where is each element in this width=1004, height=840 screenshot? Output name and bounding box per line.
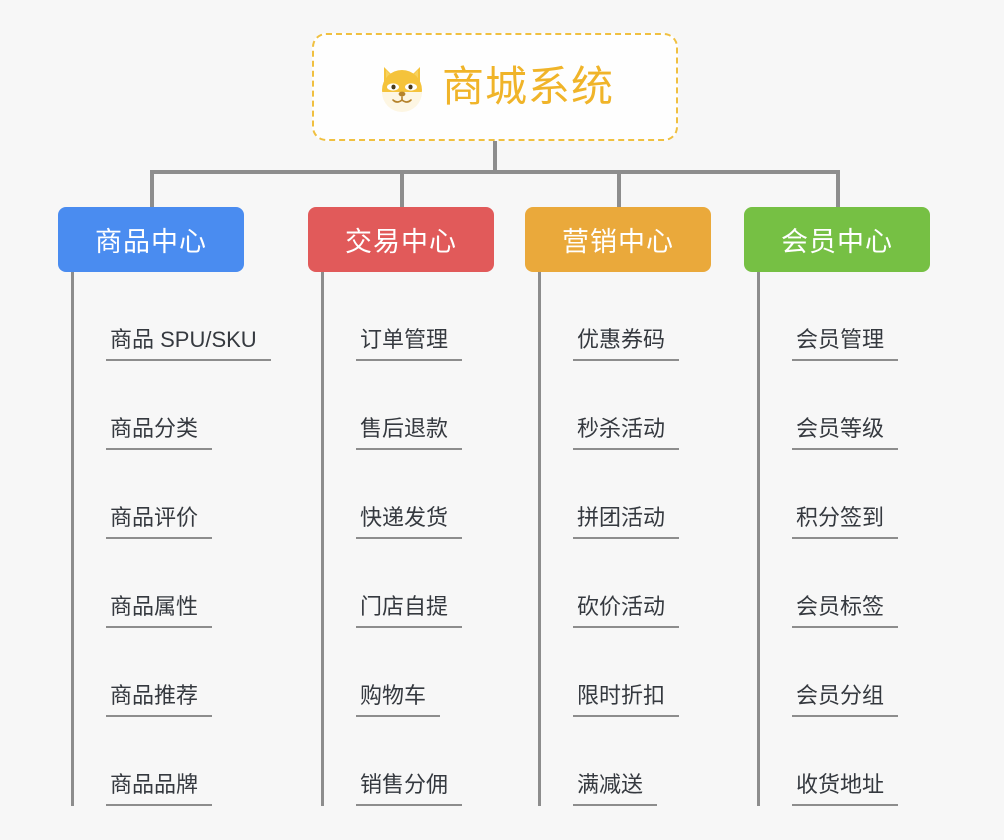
leaf-list-3: 优惠券码 秒杀活动 拼团活动 砍价活动 限时折扣 满减送: [538, 272, 711, 806]
leaf-label: 商品属性: [106, 594, 213, 628]
leaf-item[interactable]: 商品属性: [74, 539, 244, 628]
leaf-label: 秒杀活动: [573, 416, 680, 450]
leaf-label: 积分签到: [792, 505, 899, 539]
branch-header-label: 营销中心: [562, 227, 674, 257]
leaf-label: 快递发货: [356, 505, 463, 539]
leaf-item[interactable]: 售后退款: [324, 361, 494, 450]
leaf-item[interactable]: 优惠券码: [541, 272, 711, 361]
leaf-label: 收货地址: [792, 772, 899, 806]
root-title: 商城系统: [441, 63, 614, 110]
leaf-item[interactable]: 商品评价: [74, 450, 244, 539]
leaf-item[interactable]: 会员标签: [760, 539, 930, 628]
connector-horizontal-bus: [150, 170, 840, 174]
branch-column-2: 交易中心 订单管理 售后退款 快递发货 门店自提 购物车 销售分佣: [308, 207, 494, 806]
branch-header-4[interactable]: 会员中心: [744, 207, 930, 272]
connector-branch-1-drop: [150, 170, 154, 210]
leaf-label: 会员管理: [792, 327, 899, 361]
leaf-item[interactable]: 会员分组: [760, 628, 930, 717]
leaf-item[interactable]: 商品品牌: [74, 717, 244, 806]
leaf-item[interactable]: 商品分类: [74, 361, 244, 450]
leaf-label: 订单管理: [356, 327, 463, 361]
leaf-list-2: 订单管理 售后退款 快递发货 门店自提 购物车 销售分佣: [321, 272, 494, 806]
connector-branch-4-drop: [836, 170, 840, 210]
branch-header-2[interactable]: 交易中心: [308, 207, 494, 272]
leaf-item[interactable]: 快递发货: [324, 450, 494, 539]
leaf-item[interactable]: 商品 SPU/SKU: [74, 272, 271, 361]
leaf-item[interactable]: 商品推荐: [74, 628, 244, 717]
leaf-label: 商品 SPU/SKU: [106, 327, 271, 361]
leaf-label: 商品分类: [106, 416, 213, 450]
leaf-label: 商品品牌: [106, 772, 213, 806]
leaf-item[interactable]: 拼团活动: [541, 450, 711, 539]
branch-column-1: 商品中心 商品 SPU/SKU 商品分类 商品评价 商品属性 商品推荐 商品品牌: [58, 207, 271, 806]
leaf-item[interactable]: 订单管理: [324, 272, 494, 361]
branch-header-label: 商品中心: [95, 227, 207, 257]
root-node[interactable]: 商城系统: [312, 33, 678, 141]
leaf-label: 售后退款: [356, 416, 463, 450]
leaf-label: 销售分佣: [356, 772, 463, 806]
leaf-label: 商品评价: [106, 505, 213, 539]
leaf-item[interactable]: 限时折扣: [541, 628, 711, 717]
connector-branch-2-drop: [400, 170, 404, 210]
connector-branch-3-drop: [617, 170, 621, 210]
leaf-label: 购物车: [356, 683, 441, 717]
leaf-label: 商品推荐: [106, 683, 213, 717]
connector-root-stem: [493, 141, 497, 173]
leaf-label: 砍价活动: [573, 594, 680, 628]
leaf-item[interactable]: 会员等级: [760, 361, 930, 450]
leaf-item[interactable]: 购物车: [324, 628, 494, 717]
leaf-label: 拼团活动: [573, 505, 680, 539]
branch-header-label: 会员中心: [781, 227, 893, 257]
leaf-label: 门店自提: [356, 594, 463, 628]
leaf-item[interactable]: 砍价活动: [541, 539, 711, 628]
leaf-list-4: 会员管理 会员等级 积分签到 会员标签 会员分组 收货地址: [757, 272, 930, 806]
branch-header-3[interactable]: 营销中心: [525, 207, 711, 272]
leaf-label: 会员分组: [792, 683, 899, 717]
leaf-item[interactable]: 收货地址: [760, 717, 930, 806]
leaf-label: 会员等级: [792, 416, 899, 450]
leaf-item[interactable]: 会员管理: [760, 272, 930, 361]
leaf-list-1: 商品 SPU/SKU 商品分类 商品评价 商品属性 商品推荐 商品品牌: [71, 272, 271, 806]
branch-header-label: 交易中心: [345, 227, 457, 257]
leaf-label: 满减送: [573, 772, 658, 806]
leaf-item[interactable]: 秒杀活动: [541, 361, 711, 450]
branch-column-4: 会员中心 会员管理 会员等级 积分签到 会员标签 会员分组 收货地址: [744, 207, 930, 806]
dog-face-icon: [376, 61, 428, 113]
leaf-item[interactable]: 销售分佣: [324, 717, 494, 806]
leaf-label: 限时折扣: [573, 683, 680, 717]
leaf-label: 会员标签: [792, 594, 899, 628]
leaf-item[interactable]: 积分签到: [760, 450, 930, 539]
branch-header-1[interactable]: 商品中心: [58, 207, 244, 272]
branch-column-3: 营销中心 优惠券码 秒杀活动 拼团活动 砍价活动 限时折扣 满减送: [525, 207, 711, 806]
leaf-item[interactable]: 门店自提: [324, 539, 494, 628]
leaf-label: 优惠券码: [573, 327, 680, 361]
leaf-item[interactable]: 满减送: [541, 717, 711, 806]
